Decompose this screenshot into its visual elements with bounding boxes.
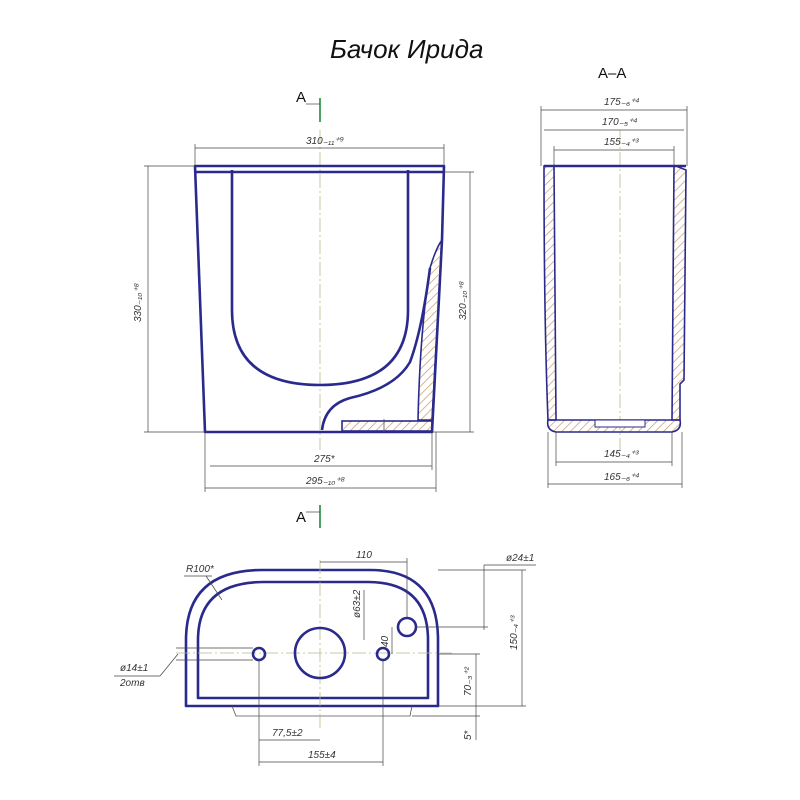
front-bottom-section xyxy=(341,420,433,432)
dim-span-a-label: 77,5±2 xyxy=(272,728,303,739)
dim-gap-label: 5* xyxy=(463,729,474,740)
plan-inner-outline xyxy=(196,580,430,700)
plan-view: R100* 110 ø24±1 ø63±2 40 ø14±1 2отв 150₋… xyxy=(114,550,536,766)
dim-height-inner-label: 320₋₁₀⁺⁸ xyxy=(458,281,469,320)
dim-width-top-label: 310₋₁₁⁺⁹ xyxy=(306,136,344,147)
front-view: А А 310₋₁₁⁺⁹ 330₋₁₀⁺⁸ 320₋₁₀⁺⁸ 275* 295₋… xyxy=(133,89,474,528)
dim-bottom-width-label: 295₋₁₀⁺⁸ xyxy=(305,476,345,487)
section-view-title: А–А xyxy=(598,65,626,82)
dim-outer-top-label: 175₋₆⁺⁴ xyxy=(604,97,640,108)
drawing-title: Бачок Ирида xyxy=(330,34,483,64)
plan-small-hole xyxy=(396,616,418,638)
dim-height-total-label: 330₋₁₀⁺⁸ xyxy=(133,283,144,322)
dim-height-low-label: 70₋₃⁺² xyxy=(463,666,474,696)
dim-radius-label: R100* xyxy=(186,564,215,575)
dim-span-b-label: 155±4 xyxy=(308,750,336,761)
front-flow-curve xyxy=(320,267,432,431)
plan-side-hole-right xyxy=(375,646,391,662)
dim-offset-top-label: 110 xyxy=(356,550,372,561)
section-right-wall xyxy=(671,165,687,421)
plan-side-hole-left xyxy=(251,646,267,662)
plan-outer-outline xyxy=(184,568,440,708)
section-mark-top: А xyxy=(296,89,306,106)
dim-radius-leader xyxy=(205,575,223,601)
dim-small-hole-label: ø24±1 xyxy=(506,553,534,564)
front-inner-cavity xyxy=(230,170,410,387)
dim-side-holes-count: 2отв xyxy=(119,678,145,689)
dim-big-hole-label: ø63±2 xyxy=(352,589,363,618)
dim-hole-offset-label: 40 xyxy=(380,635,391,647)
dim-mid-top-label: 170₋₅⁺⁴ xyxy=(602,117,638,128)
plan-big-hole xyxy=(293,626,347,680)
dim-side-holes-label: ø14±1 xyxy=(120,663,148,674)
dim-inner-bottom-label: 145₋₄⁺³ xyxy=(604,449,639,460)
section-bottom-opening xyxy=(594,419,646,428)
dim-depth-label: 150₋₄⁺³ xyxy=(509,615,520,650)
dim-side-holes-connector xyxy=(159,653,179,677)
section-mark-bottom: А xyxy=(296,509,306,526)
dim-bottom-slot-label: 275* xyxy=(313,454,336,465)
section-left-wall xyxy=(543,165,557,421)
dim-inner-top-label: 155₋₄⁺³ xyxy=(604,137,639,148)
dim-outer-bottom-label: 165₋₆⁺⁴ xyxy=(604,472,640,483)
section-view: А–А 175₋₆⁺⁴ 170₋₅⁺⁴ 155₋₄⁺³ 145₋₄⁺³ 165₋… xyxy=(540,65,688,488)
plan-bottom-lip xyxy=(231,705,413,717)
